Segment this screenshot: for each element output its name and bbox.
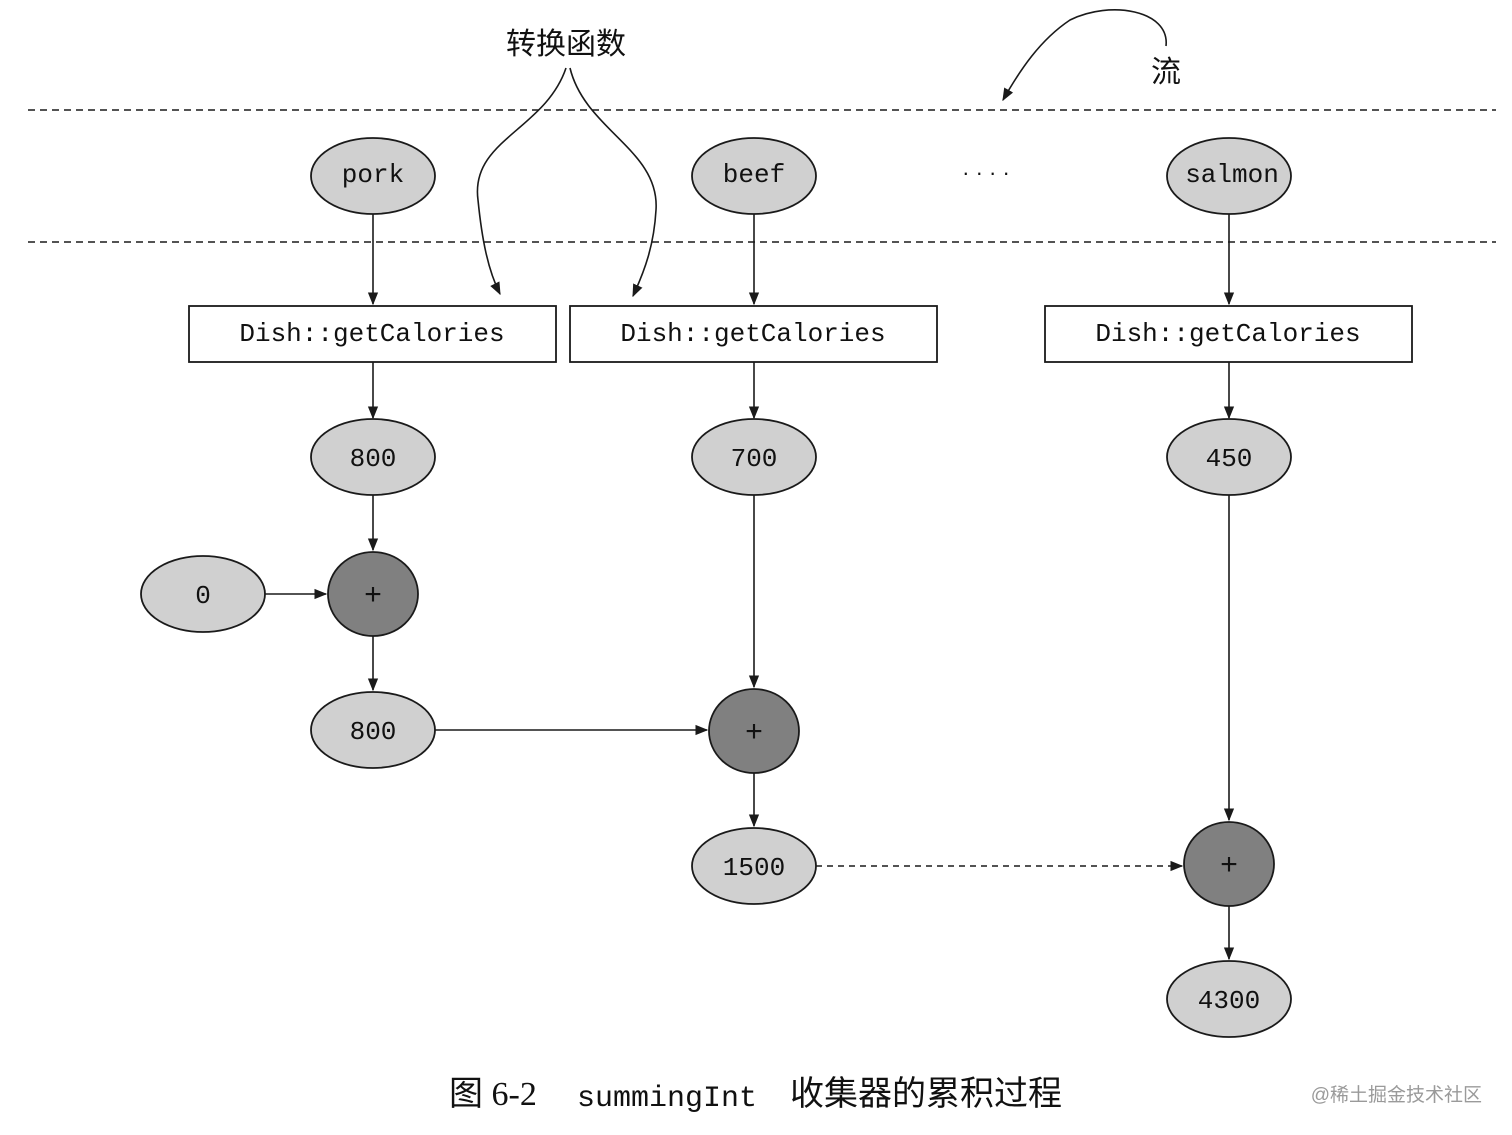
transform-function-curve-right	[569, 67, 657, 298]
partial-sum-node-1500: 1500	[691, 827, 817, 905]
plus-node-1: +	[327, 551, 419, 637]
initial-value: 0	[195, 581, 211, 611]
stream-item-label: beef	[723, 160, 785, 190]
partial-sum-value: 800	[350, 717, 397, 747]
initial-value-node: 0	[140, 555, 266, 633]
function-box-label: Dish::getCalories	[1095, 319, 1360, 349]
plus-node-2: +	[708, 688, 800, 774]
figure-caption: 图 6-2 summingInt 收集器的累积过程	[449, 1075, 1062, 1116]
final-sum-node-4300: 4300	[1166, 960, 1292, 1038]
plus-symbol: +	[364, 578, 382, 611]
transform-function-curve-left	[476, 67, 567, 296]
stream-item-pork: pork	[310, 137, 436, 215]
plus-symbol: +	[1220, 848, 1238, 881]
partial-sum-node-800: 800	[310, 691, 436, 769]
stream-curve	[1002, 9, 1167, 102]
function-box-3: Dish::getCalories	[1044, 305, 1413, 363]
caption-figure-number: 图 6-2	[449, 1076, 537, 1113]
function-box-2: Dish::getCalories	[569, 305, 938, 363]
partial-sum-value: 1500	[723, 853, 785, 883]
calorie-node-700: 700	[691, 418, 817, 496]
stream-item-label: pork	[342, 160, 404, 190]
plus-node-3: +	[1183, 821, 1275, 907]
stream-item-beef: beef	[691, 137, 817, 215]
stream-label: 流	[1151, 56, 1181, 89]
final-sum-value: 4300	[1198, 986, 1260, 1016]
stream-item-salmon: salmon	[1166, 137, 1292, 215]
calorie-node-450: 450	[1166, 418, 1292, 496]
calorie-node-800: 800	[310, 418, 436, 496]
caption-text: 收集器的累积过程	[790, 1075, 1062, 1113]
ellipsis: · · · ·	[962, 160, 1010, 185]
caption-code: summingInt	[577, 1082, 757, 1116]
calorie-value: 450	[1206, 444, 1253, 474]
function-box-label: Dish::getCalories	[239, 319, 504, 349]
function-box-label: Dish::getCalories	[620, 319, 885, 349]
stream-item-label: salmon	[1185, 160, 1279, 190]
watermark: @稀土掘金技术社区	[1311, 1084, 1482, 1106]
calorie-value: 800	[350, 444, 397, 474]
transform-function-label: 转换函数	[506, 28, 626, 61]
calorie-value: 700	[731, 444, 778, 474]
function-box-1: Dish::getCalories	[188, 305, 557, 363]
plus-symbol: +	[745, 715, 763, 748]
